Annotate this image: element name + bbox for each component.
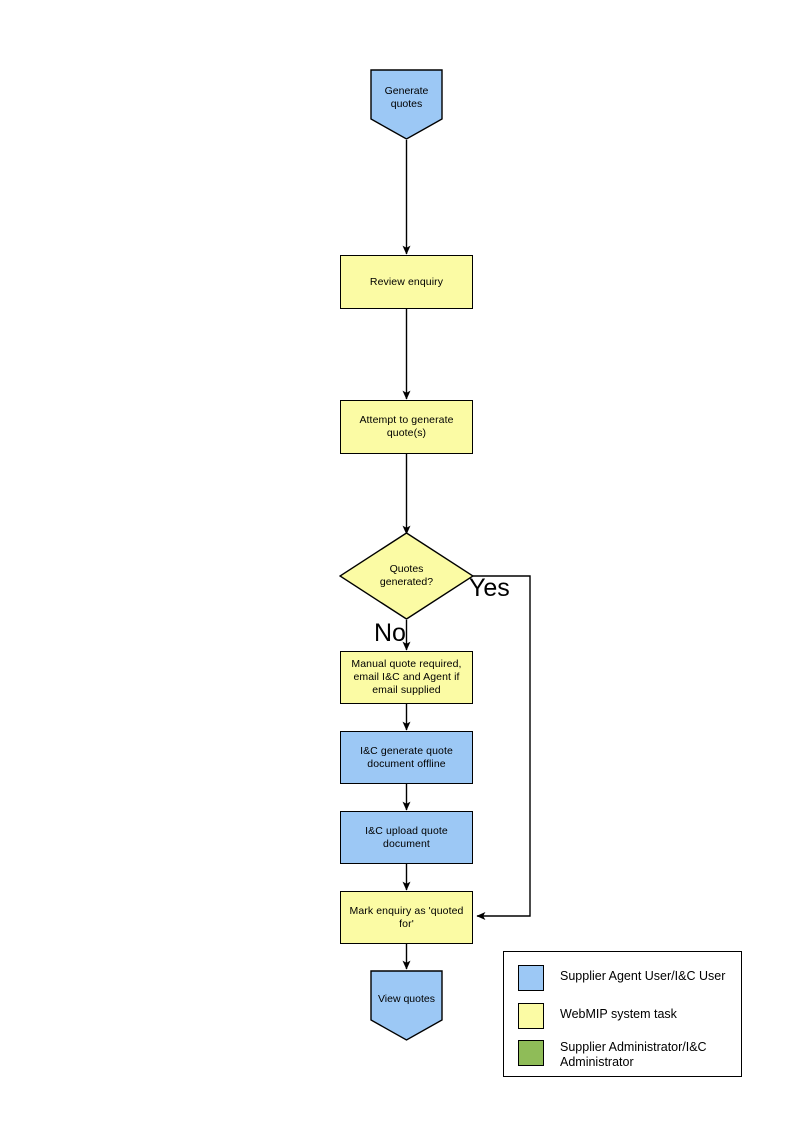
pentagon-shape: [370, 970, 443, 1041]
node-label: Attempt to generate quote(s): [359, 414, 454, 439]
node-label: Generate quotes: [384, 85, 429, 110]
legend-swatch-green: [518, 1040, 544, 1066]
legend-item-supplier-agent-user: Supplier Agent User/I&C User: [518, 965, 725, 991]
node-label: Quotes generated?: [379, 563, 434, 588]
branch-label-no: No: [374, 619, 406, 647]
node-mark-enquiry-quoted-for[interactable]: Mark enquiry as 'quoted for': [340, 891, 473, 944]
node-manual-quote-required[interactable]: Manual quote required, email I&C and Age…: [340, 651, 473, 704]
node-generate-quote-offline[interactable]: I&C generate quote document offline: [340, 731, 473, 784]
node-label: Mark enquiry as 'quoted for': [349, 904, 464, 930]
legend-item-supplier-administrator: Supplier Administrator/I&C Administrator: [518, 1040, 707, 1070]
node-label: View quotes: [377, 993, 435, 1005]
node-attempt-generate-quotes[interactable]: Attempt to generate quote(s): [340, 400, 473, 454]
node-label: Review enquiry: [369, 275, 444, 288]
node-review-enquiry[interactable]: Review enquiry: [340, 255, 473, 309]
node-quotes-generated-decision[interactable]: Quotes generated?: [338, 532, 475, 620]
diamond-shape: [338, 532, 475, 620]
legend-label: Supplier Agent User/I&C User: [560, 969, 726, 983]
node-generate-quotes[interactable]: Generate quotes: [370, 69, 443, 140]
legend-label: WebMIP system task: [560, 1007, 677, 1021]
node-view-quotes[interactable]: View quotes: [370, 970, 443, 1041]
node-label: I&C upload quote document: [365, 824, 448, 850]
legend-item-webmip-system-task: WebMIP system task: [518, 1003, 677, 1029]
branch-label-yes: Yes: [469, 574, 510, 602]
node-label: I&C generate quote document offline: [360, 744, 453, 770]
node-upload-quote-document[interactable]: I&C upload quote document: [340, 811, 473, 864]
legend-swatch-blue: [518, 965, 544, 991]
legend: Supplier Agent User/I&C User WebMIP syst…: [503, 951, 742, 1077]
legend-swatch-yellow: [518, 1003, 544, 1029]
node-label: Manual quote required, email I&C and Age…: [351, 658, 462, 696]
legend-label: Supplier Administrator/I&C Administrator: [560, 1040, 707, 1069]
pentagon-shape: [370, 69, 443, 140]
